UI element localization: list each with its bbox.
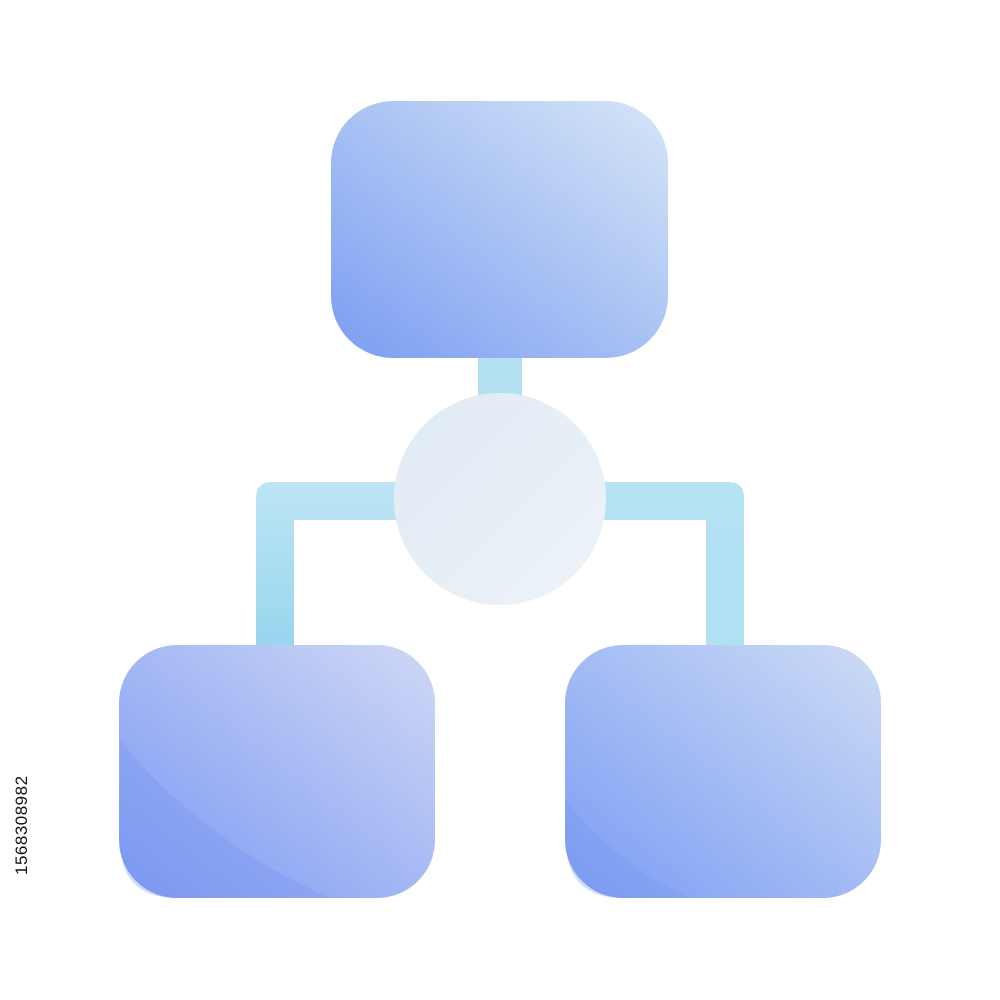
left-connector [256,482,400,660]
bottom-right-box-shade [566,800,690,898]
bottom-left-box-shade [120,740,330,898]
top-node-box [331,101,668,358]
center-node-circle [394,393,606,605]
bottom-right-node-box [565,645,881,898]
stock-id-label: 1568308982 [12,775,31,875]
right-connector [600,482,744,660]
bottom-left-node-box [119,645,435,898]
